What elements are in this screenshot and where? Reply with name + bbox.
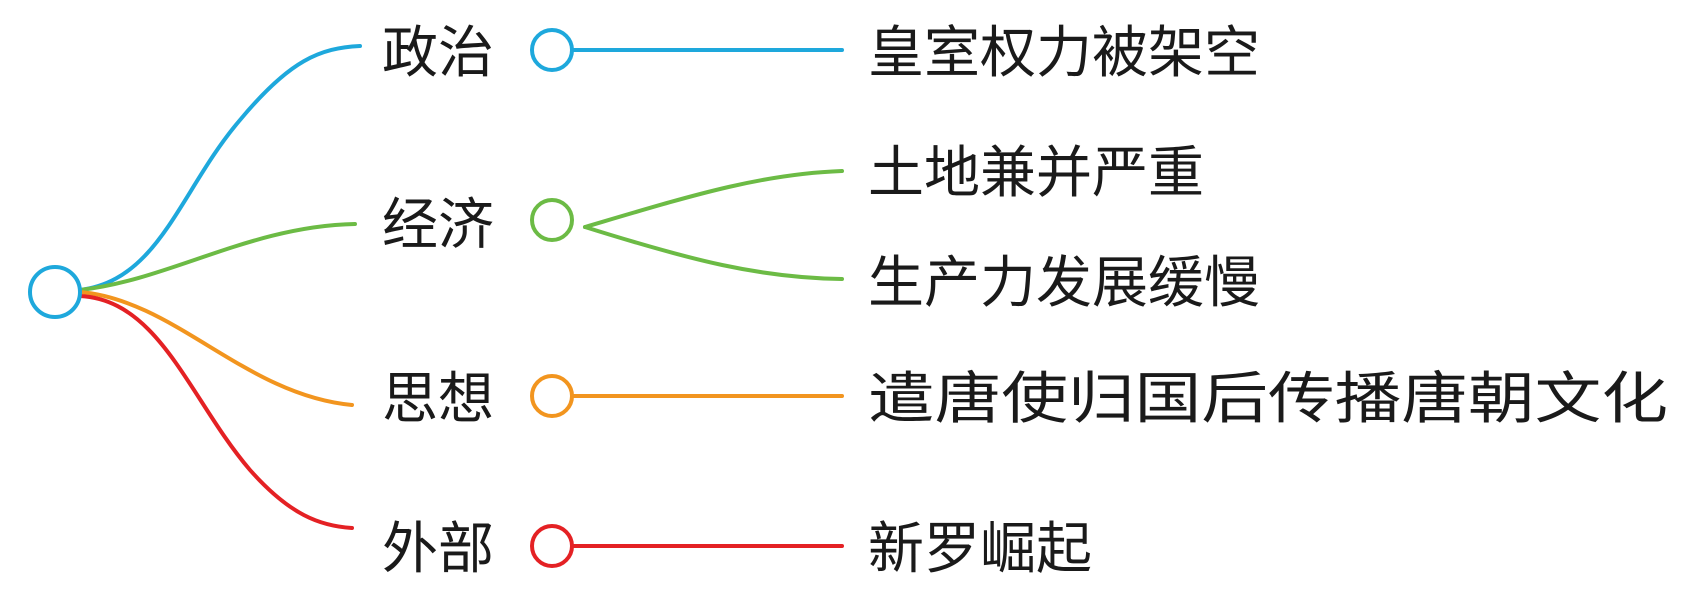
root-connector-external: [78, 294, 354, 530]
leaf-connector-economy-2: [583, 225, 844, 281]
branch-node-external: [530, 524, 574, 568]
branch-label-politics: 政治: [382, 21, 494, 86]
root-connector-politics: [78, 44, 362, 292]
leaf-label-external-1: 新罗崛起: [868, 517, 1092, 582]
root-connector-thought: [78, 290, 354, 407]
root-connector-economy: [78, 222, 357, 292]
branch-label-thought: 思想: [382, 367, 494, 432]
branch-node-economy: [530, 198, 574, 242]
leaf-label-thought-1: 遣唐使归国后传播唐朝文化: [868, 367, 1668, 432]
leaf-label-economy-1: 土地兼并严重: [868, 141, 1204, 206]
branch-label-external: 外部: [382, 517, 494, 582]
branch-node-politics: [530, 28, 574, 72]
leaf-label-economy-2: 生产力发展缓慢: [868, 251, 1260, 316]
root-node: [28, 265, 82, 319]
leaf-connector-economy-1: [583, 169, 844, 229]
leaf-label-politics-1: 皇室权力被架空: [868, 21, 1260, 86]
branch-node-thought: [530, 374, 574, 418]
branch-label-economy: 经济: [382, 193, 494, 258]
